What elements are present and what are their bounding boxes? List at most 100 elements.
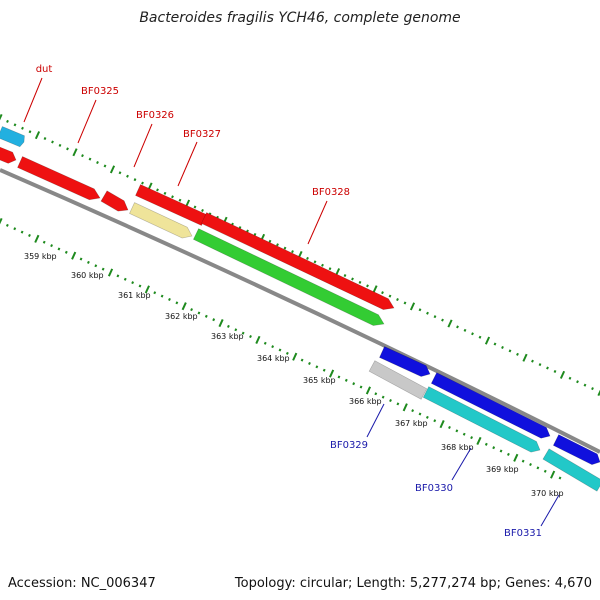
minor-tick [411,409,415,413]
minor-tick [212,318,216,322]
minor-tick [28,233,31,237]
gene-arrow-g-yellow [129,202,193,239]
minor-tick [268,239,272,243]
major-tick [0,217,3,225]
gene-arrow-g-red-1 [0,146,17,164]
gene-label: BF0325 [81,86,119,97]
minor-tick [374,392,378,396]
major-tick [409,302,416,311]
minor-tick [529,463,532,467]
minor-tick [28,130,32,134]
minor-tick [64,250,68,254]
label-leader-line [77,99,97,144]
minor-tick [538,363,542,367]
minor-tick [441,318,444,322]
minor-tick [201,208,204,212]
minor-tick [418,412,422,416]
minor-tick [271,345,275,349]
minor-tick [263,341,267,345]
major-tick [109,165,116,174]
gene-features [0,126,600,492]
label-leader-line [451,447,472,481]
minor-tick [337,375,341,379]
major-tick [559,370,566,379]
minor-tick [583,383,587,387]
minor-tick [328,267,332,271]
major-tick [34,234,40,243]
gene-label: dut [36,64,53,75]
gene-arrow-g-blue-2 [430,372,551,439]
minor-tick [57,247,61,251]
minor-tick [306,256,309,260]
minor-tick [543,469,547,473]
label-leader-line [366,403,385,438]
minor-tick [156,188,159,192]
minor-tick [313,260,317,264]
minor-tick [43,137,47,141]
gene-arrow-g-red-3 [100,190,129,212]
minor-tick [456,325,459,329]
minor-tick [126,174,129,178]
minor-tick [403,301,407,305]
minor-tick [576,380,579,384]
minor-tick [123,277,127,281]
minor-tick [103,164,107,168]
major-tick [292,352,298,361]
gene-arrow-g-grey [368,360,428,400]
summary-text: Topology: circular; Length: 5,277,274 bp… [234,576,592,591]
kbp-label: 369 kbp [486,465,519,474]
minor-tick [321,263,324,267]
minor-tick [492,446,496,450]
gene-arrow-g-blue-1 [379,346,431,377]
major-tick [365,386,371,395]
major-tick [372,285,378,294]
major-tick [329,369,335,378]
minor-tick [478,335,482,339]
major-tick [522,353,528,362]
minor-tick [470,436,473,440]
minor-tick [116,274,120,278]
minor-tick [283,246,287,250]
minor-tick [178,198,182,202]
major-tick [439,420,445,429]
gene-arrow-g-green [193,228,385,326]
minor-tick [21,126,24,130]
major-tick [107,268,114,277]
gene-arrow-g-red-5 [201,212,395,310]
label-leader-line [307,200,328,245]
minor-tick [190,308,193,312]
minor-tick [508,349,512,353]
minor-tick [315,365,319,369]
gene-arrow-g-blue-3 [552,434,600,466]
minor-tick [133,178,137,182]
gene-arrow-g-cyan-small [0,126,25,148]
major-tick [513,453,519,462]
minor-tick [558,476,562,480]
minor-tick [175,301,179,305]
minor-tick [553,369,557,373]
minor-tick [343,274,347,278]
kbp-label: 359 kbp [24,252,57,261]
minor-tick [278,348,282,352]
gene-label: BF0331 [504,528,542,539]
minor-tick [358,280,362,284]
map-title: Bacteroides fragilis YCH46, complete gen… [139,10,460,26]
minor-tick [171,195,174,199]
minor-tick [163,191,167,195]
kbp-label: 360 kbp [71,271,104,280]
minor-tick [591,387,594,391]
minor-tick [168,297,171,301]
minor-tick [160,294,164,298]
backbone-line [0,168,600,454]
kbp-label: 364 kbp [257,354,290,363]
kbp-label: 362 kbp [165,312,198,321]
minor-tick [291,250,294,254]
gene-arrow-g-teal-1 [422,386,541,453]
gene-label: BF0329 [330,440,368,451]
minor-tick [42,240,46,244]
minor-tick [344,378,348,382]
major-tick [550,470,556,479]
minor-tick [94,264,98,268]
